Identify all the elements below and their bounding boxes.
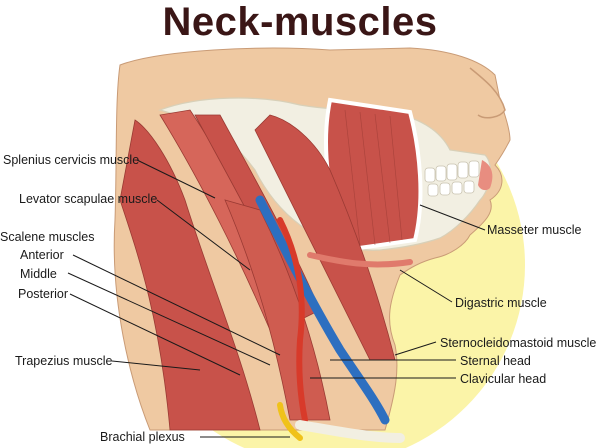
clavicle: [295, 420, 405, 443]
lip: [478, 160, 493, 191]
label-masseter: Masseter muscle: [487, 223, 582, 237]
label-scalene-posterior: Posterior: [18, 287, 69, 301]
brachial-plexus: [277, 402, 303, 441]
trapezius-muscle: [119, 119, 261, 431]
page-title: Neck-muscles: [162, 0, 438, 44]
label-splenius-cervicis: Splenius cervicis muscle: [3, 153, 140, 167]
label-levator-scapulae: Levator scapulae muscle: [19, 192, 158, 206]
label-sternal-head: Sternal head: [460, 354, 531, 368]
label-digastric: Digastric muscle: [455, 296, 547, 310]
teeth: [424, 160, 480, 197]
carotid-artery: [277, 217, 308, 423]
label-sternocleidomastoid: Sternocleidomastoid muscle: [440, 336, 597, 350]
jugular-vein: [255, 195, 390, 425]
label-trapezius: Trapezius muscle: [15, 354, 113, 368]
sternocleidomastoid-muscle: [254, 114, 396, 361]
scalene-muscles: [224, 199, 331, 421]
label-clavicular-head: Clavicular head: [460, 372, 547, 386]
label-scalene-anterior: Anterior: [20, 248, 64, 262]
leader-lines: [67, 159, 486, 438]
masseter-muscle: [324, 97, 423, 253]
nose: [469, 67, 506, 119]
label-brachial-plexus: Brachial plexus: [100, 430, 185, 444]
label-scalene-middle: Middle: [20, 267, 57, 281]
label-scalene-muscles: Scalene muscles: [0, 230, 95, 244]
digastric-muscle: [307, 252, 413, 268]
